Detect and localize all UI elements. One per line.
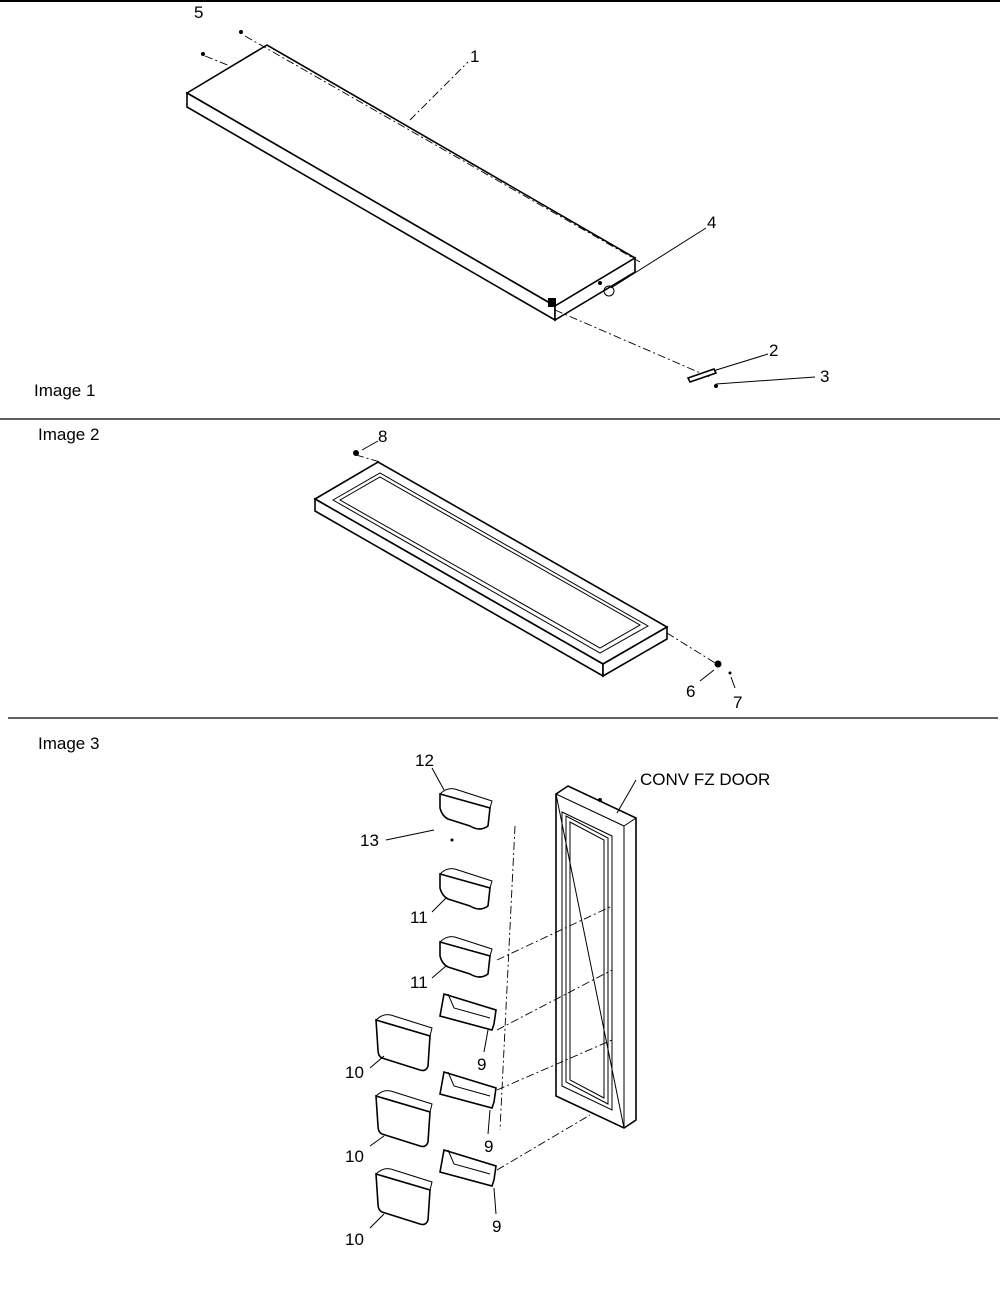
callout-2: 2: [769, 341, 778, 360]
bin-9a: [439, 992, 497, 1031]
callout-12: 12: [415, 751, 434, 770]
callout-9: 9: [484, 1137, 493, 1156]
callout-5: 5: [194, 3, 203, 22]
bin-9c: [439, 1148, 497, 1187]
section-3: Image 3 CONV FZ DOOR: [38, 734, 770, 1249]
callout-10: 10: [345, 1147, 364, 1166]
callout-1: 1: [470, 47, 479, 66]
section-caption: Image 3: [38, 734, 99, 753]
callout-11: 11: [410, 908, 428, 927]
callout-3: 3: [820, 367, 829, 386]
section-caption: Image 1: [34, 381, 95, 400]
callout-4: 4: [707, 213, 716, 232]
door-label: CONV FZ DOOR: [640, 770, 770, 789]
bin-9b: [439, 1070, 497, 1109]
callout-11: 11: [410, 973, 428, 992]
callout-8: 8: [378, 427, 387, 446]
callout-10: 10: [345, 1063, 364, 1082]
section-2: Image 2 8 6 7: [38, 425, 742, 712]
callout-13: 13: [360, 831, 379, 850]
hinge-pin: [686, 368, 718, 383]
freezer-door: [555, 785, 637, 1129]
callout-9: 9: [492, 1217, 501, 1236]
bin-11a: [439, 868, 493, 910]
callout-9: 9: [477, 1055, 486, 1074]
bin-12: [439, 788, 493, 830]
bin-10a: [375, 1014, 433, 1072]
callout-6: 6: [686, 682, 695, 701]
bin-11b: [439, 936, 493, 978]
section-caption: Image 2: [38, 425, 99, 444]
bin-10b: [375, 1090, 433, 1148]
callout-7: 7: [733, 693, 742, 712]
shelf-solid: [185, 30, 637, 322]
callout-10: 10: [345, 1230, 364, 1249]
bin-10c: [375, 1168, 433, 1226]
section-1: Image 1 5 1 4 2 3: [34, 3, 829, 400]
shelf-framed: [313, 450, 732, 678]
